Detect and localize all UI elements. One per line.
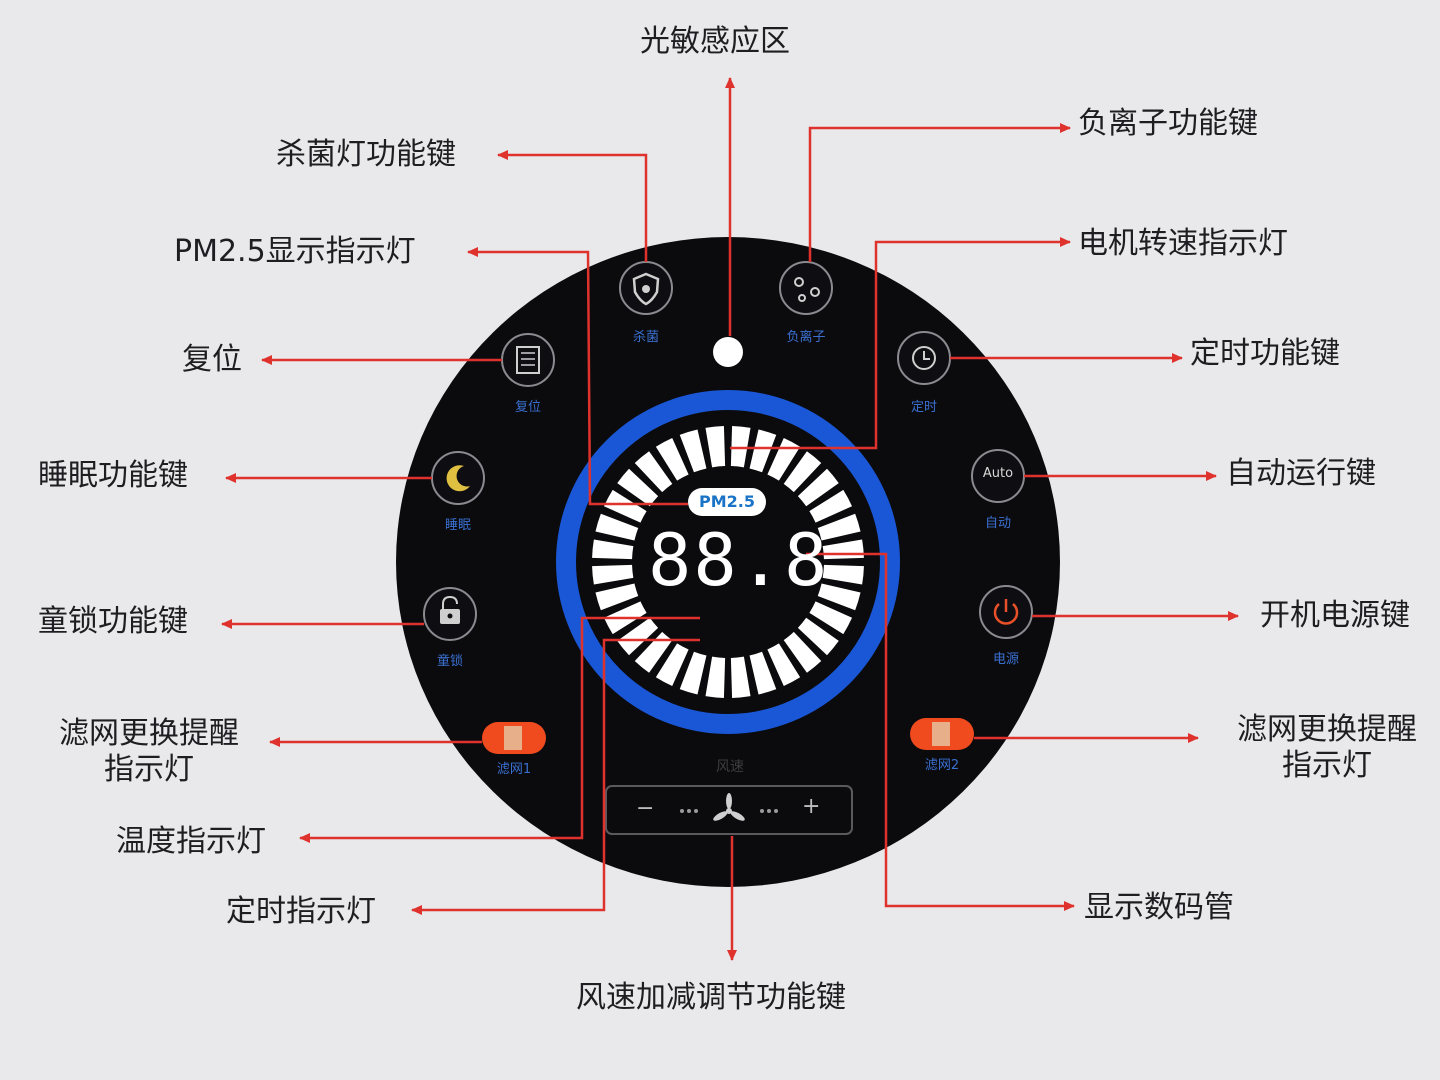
fan-icon bbox=[713, 793, 745, 821]
caption-reset: 复位 bbox=[514, 400, 541, 415]
speed-segment bbox=[634, 631, 673, 673]
caption-filter2: 滤网2 bbox=[924, 758, 960, 773]
speed-segment bbox=[809, 489, 853, 523]
label-pm25-indicator: PM2.5显示指示灯 bbox=[174, 234, 416, 269]
speed-segment bbox=[822, 564, 864, 585]
speed-segment bbox=[705, 426, 726, 468]
speed-segment bbox=[809, 601, 853, 635]
timer-button[interactable] bbox=[897, 331, 951, 385]
speed-segment bbox=[797, 468, 839, 507]
caption-power: 电源 bbox=[992, 652, 1019, 667]
caption-filter1: 滤网1 bbox=[496, 762, 532, 777]
caption-sleep: 睡眠 bbox=[444, 518, 471, 533]
label-reset: 复位 bbox=[182, 342, 242, 377]
label-motor-speed: 电机转速指示灯 bbox=[1078, 226, 1288, 261]
reset-button[interactable] bbox=[501, 333, 555, 387]
speed-segment bbox=[730, 426, 751, 468]
label-filter-left: 滤网更换提醒 指示灯 bbox=[44, 716, 254, 788]
label-display-tube: 显示数码管 bbox=[1084, 890, 1234, 925]
caption-anion: 负离子 bbox=[786, 330, 826, 345]
speed-segment bbox=[783, 631, 822, 673]
anion-button[interactable] bbox=[779, 261, 833, 315]
speed-segment bbox=[679, 651, 707, 695]
arrow-timer-led bbox=[411, 638, 700, 915]
arrow-pm25 bbox=[467, 247, 688, 506]
speed-segment bbox=[817, 583, 861, 611]
pm25-badge: PM2.5 bbox=[688, 488, 766, 516]
speed-segment bbox=[705, 656, 726, 698]
speed-segment bbox=[595, 583, 639, 611]
uv-lamp-button[interactable] bbox=[619, 261, 673, 315]
label-anion-key: 负离子功能键 bbox=[1078, 106, 1258, 141]
label-timer-key: 定时功能键 bbox=[1190, 336, 1340, 371]
speed-segment bbox=[655, 437, 689, 481]
caption-lock: 童锁 bbox=[436, 654, 463, 669]
speed-segment bbox=[617, 468, 659, 507]
label-filter-left-line2: 指示灯 bbox=[104, 752, 194, 787]
shield-icon bbox=[632, 272, 660, 306]
label-fan-speed-key: 风速加减调节功能键 bbox=[576, 980, 846, 1015]
speed-segment-ring bbox=[592, 426, 864, 698]
anion-dots-icon bbox=[794, 277, 820, 302]
speed-segment bbox=[603, 489, 647, 523]
speed-plus-button[interactable]: + bbox=[802, 794, 821, 819]
arrow-display bbox=[806, 552, 1075, 911]
display-window bbox=[636, 470, 820, 654]
label-uv-lamp-key: 杀菌灯功能键 bbox=[276, 137, 456, 172]
arrow-motor bbox=[730, 237, 1071, 450]
clock-icon bbox=[912, 346, 936, 370]
light-sensor bbox=[713, 337, 743, 367]
speed-segment bbox=[655, 643, 689, 687]
speed-segment bbox=[767, 643, 801, 687]
label-timer-indicator: 定时指示灯 bbox=[226, 894, 376, 929]
label-sleep-key: 睡眠功能键 bbox=[38, 458, 188, 493]
speed-segment bbox=[749, 651, 777, 695]
speed-segment bbox=[679, 429, 707, 473]
filter-cartridge-icon bbox=[516, 346, 540, 374]
child-lock-button[interactable] bbox=[423, 587, 477, 641]
label-light-sensor: 光敏感应区 bbox=[640, 24, 790, 59]
caption-timer: 定时 bbox=[910, 400, 937, 415]
label-temp-indicator: 温度指示灯 bbox=[116, 824, 266, 859]
speed-minus-button[interactable]: − bbox=[636, 796, 655, 821]
speed-segment bbox=[592, 539, 634, 560]
speed-segment bbox=[595, 513, 639, 541]
label-filter-right: 滤网更换提醒 指示灯 bbox=[1222, 712, 1432, 784]
power-button[interactable] bbox=[979, 585, 1033, 639]
label-filter-right-line2: 指示灯 bbox=[1282, 748, 1372, 783]
speed-segment bbox=[783, 451, 822, 493]
label-child-lock: 童锁功能键 bbox=[38, 604, 188, 639]
seven-segment-display: 88.8 bbox=[648, 518, 830, 602]
label-filter-right-line1: 滤网更换提醒 bbox=[1237, 712, 1417, 747]
label-auto-key: 自动运行键 bbox=[1226, 456, 1376, 491]
speed-segment bbox=[797, 617, 839, 656]
moon-icon bbox=[446, 465, 470, 492]
speed-segment bbox=[730, 656, 751, 698]
speed-segment bbox=[617, 617, 659, 656]
auto-button-text: Auto bbox=[982, 466, 1014, 481]
fan-speed-caption: 风速 bbox=[716, 759, 744, 775]
speed-segment bbox=[634, 451, 673, 493]
caption-uv: 杀菌 bbox=[632, 330, 659, 345]
caption-auto: 自动 bbox=[984, 516, 1011, 531]
label-power-key: 开机电源键 bbox=[1260, 598, 1410, 633]
blue-ring bbox=[556, 390, 900, 734]
arrow-anion bbox=[808, 123, 1071, 262]
filter-led-left bbox=[482, 722, 546, 754]
speed-segment bbox=[749, 429, 777, 473]
speed-segment bbox=[817, 513, 861, 541]
annotation-arrows bbox=[221, 77, 1239, 961]
speed-segment bbox=[592, 564, 634, 585]
label-filter-left-line1: 滤网更换提醒 bbox=[59, 716, 239, 751]
filter-led-right bbox=[910, 718, 974, 750]
arrow-temp bbox=[299, 616, 700, 843]
power-icon bbox=[993, 599, 1019, 625]
lock-icon bbox=[440, 595, 460, 624]
fan-speed-slider[interactable] bbox=[605, 785, 853, 835]
arrow-uv bbox=[497, 150, 648, 262]
sleep-button[interactable] bbox=[431, 451, 485, 505]
